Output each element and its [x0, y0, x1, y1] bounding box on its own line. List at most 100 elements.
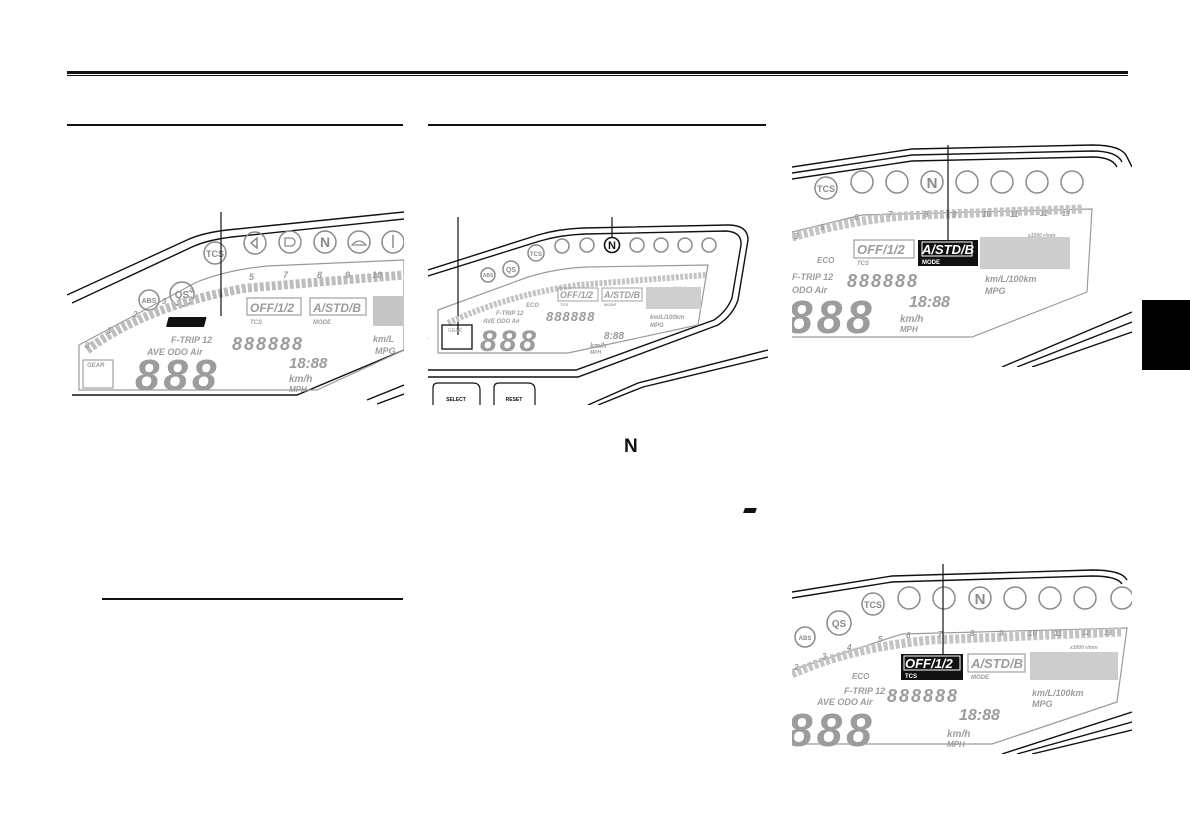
fuel-unit: km/L/100km — [650, 315, 685, 321]
odometer-digits: 888888 — [546, 309, 595, 324]
mode-label: MODE — [971, 675, 990, 681]
headlight-icon — [885, 170, 909, 194]
eco-indicator-figure: ABS QS TCS N 0 1 2 3 4 5 7 8 9 10 ECO OF… — [67, 211, 404, 405]
neutral-icon: N — [320, 234, 330, 250]
coolant-icon — [990, 170, 1014, 194]
speed-digits: 888 — [480, 325, 539, 358]
turn-right-icon — [701, 237, 717, 253]
neutral-icon: N — [927, 175, 938, 192]
turn-left-icon — [249, 236, 258, 250]
tcs-icon: TCS — [864, 600, 882, 610]
dash-symbol-inline — [743, 508, 757, 513]
tcs-icon: TCS — [206, 249, 224, 259]
headlight-icon — [579, 237, 595, 253]
turn-left-icon — [897, 586, 921, 610]
abs-icon: ABS — [142, 298, 157, 305]
turn-left-icon — [850, 170, 874, 194]
headlight-icon — [284, 237, 296, 247]
tcs-box: OFF/1/2 — [857, 242, 905, 257]
chapter-tab — [1142, 300, 1190, 370]
clock-display: 18:88 — [909, 294, 950, 311]
speed-unit-mph: MPH — [900, 325, 918, 334]
neutral-symbol-inline: N — [624, 436, 638, 457]
clock-display: 8:88 — [604, 331, 624, 342]
oil-icon — [350, 240, 368, 246]
tach-scale-6: 6 — [906, 631, 911, 640]
fuel-unit: km/L/100km — [1032, 688, 1084, 698]
gear-label: GEAR — [87, 363, 105, 369]
eco-label: ECO — [852, 672, 870, 681]
ave-odo-label: AVE ODO Air — [482, 319, 521, 325]
select-button-label: SELECT — [446, 397, 466, 403]
speed-unit-mph: MPH — [947, 740, 965, 749]
tach-scale-5: 5 — [820, 223, 825, 232]
tach-scale-8: 9 — [345, 270, 350, 280]
speed-unit-mph: MPH — [590, 350, 602, 356]
tachometer-bar — [792, 627, 1123, 679]
oil-icon — [955, 170, 979, 194]
eco-indicator-label: ECO — [211, 318, 231, 328]
tach-scale-9: 9 — [999, 629, 1004, 638]
tach-scale-6: 6 — [854, 213, 859, 222]
tach-scale-11: 11 — [1054, 629, 1063, 638]
mode-box: A/STD/B — [312, 301, 361, 315]
fuel-unit: km/L — [373, 334, 394, 344]
tach-scale-2: 2 — [132, 310, 138, 319]
tach-scale-3: 3 — [822, 652, 827, 661]
tachometer-bar — [446, 272, 707, 326]
tcs-indicator — [901, 654, 963, 680]
neutral-indicator-letter: N — [608, 240, 616, 252]
column-2-rule — [428, 124, 766, 126]
abs-icon: ABS — [483, 273, 494, 279]
tach-unit: x1000 r/min — [1027, 233, 1056, 239]
speed-unit-kmh: km/h — [590, 343, 606, 350]
speed-unit-mph: MPH — [289, 385, 307, 394]
tach-scale-7: 8 — [317, 270, 322, 280]
column-1-subsection-rule — [102, 598, 403, 600]
column-1-rule — [67, 124, 403, 126]
reset-button-label: RESET — [506, 397, 523, 403]
tach-scale-5: 5 — [249, 272, 255, 282]
tach-scale-6: 7 — [283, 270, 289, 280]
gear-indicator — [441, 324, 473, 350]
trip-label: F-TRIP 12 — [792, 272, 833, 282]
tach-scale-10: 10 — [982, 210, 991, 219]
mpg-label: MPG — [985, 286, 1006, 296]
tach-scale-7: 7 — [888, 210, 893, 219]
header-rule-thin — [67, 75, 1128, 76]
tcs-label: TCS — [857, 261, 869, 267]
fuel-unit: km/L/100km — [985, 274, 1037, 284]
tach-scale-3: 3 — [162, 297, 167, 306]
tcs-icon: TCS — [817, 184, 835, 194]
neutral-indicator — [603, 236, 621, 254]
tach-scale-2: 2 — [793, 663, 799, 672]
oil-icon — [629, 237, 645, 253]
tachometer-bar — [792, 204, 1083, 242]
qs-icon: QS — [506, 267, 516, 274]
trip-label: F-TRIP 12 — [496, 311, 524, 317]
clock-display: 18:88 — [289, 355, 328, 372]
engine-icon — [1025, 170, 1049, 194]
engine-icon — [1073, 586, 1097, 610]
eco-label: ECO — [817, 256, 835, 265]
mode-box: A/STD/B — [603, 290, 641, 300]
turn-right-icon — [1110, 586, 1132, 610]
clock-display: 18:88 — [959, 707, 1000, 724]
qs-icon: QS — [832, 619, 847, 630]
tach-scale-3: 3 — [794, 232, 799, 241]
tach-scale-13: 13 — [1104, 630, 1112, 637]
speed-unit-kmh: km/h — [947, 729, 970, 740]
tach-scale-5: 5 — [878, 635, 883, 644]
abs-icon: ABS — [799, 636, 812, 642]
odometer-digits: 888888 — [232, 334, 304, 354]
oil-icon — [1003, 586, 1027, 610]
speed-unit-kmh: km/h — [900, 314, 923, 325]
engine-icon — [677, 237, 693, 253]
trip-label: F-TRIP 12 — [171, 335, 212, 345]
tach-scale-8: 8 — [970, 629, 975, 638]
tach-scale-8: 8 — [924, 210, 929, 219]
mode-indicator — [918, 240, 978, 266]
coolant-icon — [1038, 586, 1062, 610]
speed-unit-kmh: km/h — [289, 374, 312, 385]
tach-scale-12: 12 — [1082, 630, 1090, 637]
